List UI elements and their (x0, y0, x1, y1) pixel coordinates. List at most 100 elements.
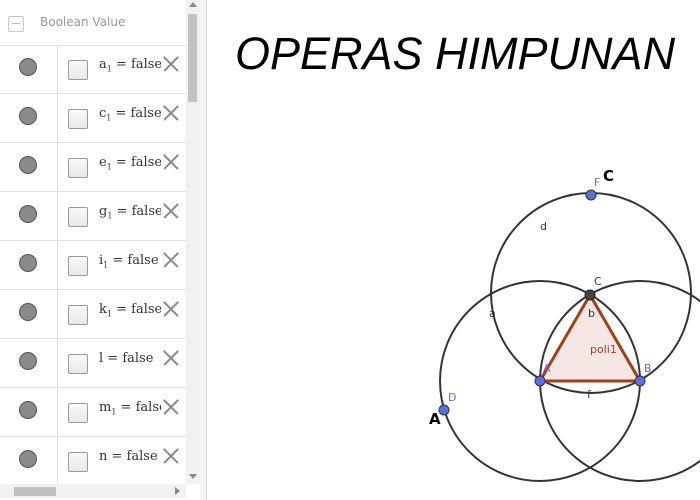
var-value: false (131, 302, 161, 317)
delete-icon[interactable] (162, 447, 180, 465)
delete-icon[interactable] (162, 104, 180, 122)
point-f[interactable] (585, 189, 597, 201)
algebra-row[interactable]: n = false (0, 437, 186, 486)
marble-cell (0, 45, 58, 93)
boolean-checkbox[interactable] (68, 207, 88, 227)
algebra-row[interactable]: a1 = false (0, 45, 186, 94)
var-value: false (130, 106, 161, 121)
visibility-toggle-icon[interactable] (19, 156, 37, 174)
marble-cell (0, 339, 58, 387)
var-name: l (99, 351, 104, 366)
point-c[interactable] (584, 289, 596, 301)
header-label: Boolean Value (40, 15, 126, 29)
page-title: OPERAS HIMPUNAN (235, 28, 676, 79)
visibility-toggle-icon[interactable] (19, 254, 37, 272)
boolean-expression[interactable]: e1 = false (99, 155, 161, 172)
boolean-expression[interactable]: g1 = false (99, 204, 161, 221)
scroll-up-arrow-icon[interactable] (189, 2, 197, 7)
delete-icon[interactable] (162, 300, 180, 318)
var-name: k (99, 302, 107, 317)
algebra-view: Boolean Value a1 = false c1 = false e1 = f… (0, 0, 200, 500)
marble-cell (0, 290, 58, 338)
boolean-expression[interactable]: k1 = false (99, 302, 161, 319)
boolean-expression[interactable]: n = false (99, 449, 158, 464)
label-circle-c: C (603, 167, 614, 185)
label-segment-b: b (588, 307, 595, 320)
scroll-down-arrow-icon[interactable] (189, 474, 197, 479)
vertical-scrollbar[interactable] (186, 0, 200, 484)
label-point-d: D (448, 391, 456, 404)
visibility-toggle-icon[interactable] (19, 352, 37, 370)
boolean-expression[interactable]: c1 = false (99, 106, 161, 123)
var-name: e (99, 155, 107, 170)
point-b[interactable] (634, 375, 646, 387)
marble-cell (0, 241, 58, 289)
label-circle-a: a (489, 307, 496, 320)
var-value: false (127, 253, 159, 268)
label-circle-a-big: A (429, 410, 441, 428)
algebra-row[interactable]: i1 = false (0, 241, 186, 290)
boolean-checkbox[interactable] (68, 256, 88, 276)
var-subscript: 1 (106, 113, 112, 123)
marble-cell (0, 143, 58, 191)
delete-icon[interactable] (162, 153, 180, 171)
vertical-scroll-thumb[interactable] (188, 14, 197, 102)
var-value: false (126, 449, 158, 464)
var-name: a (99, 57, 107, 72)
var-name: m (99, 400, 112, 415)
boolean-checkbox[interactable] (68, 60, 88, 80)
boolean-expression[interactable]: i1 = false (99, 253, 159, 270)
scroll-right-arrow-icon[interactable] (175, 487, 180, 495)
boolean-checkbox[interactable] (68, 305, 88, 325)
var-value: false (131, 57, 161, 72)
marble-cell (0, 192, 58, 240)
label-circle-d: d (540, 220, 547, 233)
var-name: n (99, 449, 108, 464)
delete-icon[interactable] (162, 202, 180, 220)
algebra-row[interactable]: k1 = false (0, 290, 186, 339)
point-a[interactable] (534, 375, 546, 387)
label-point-a: A (543, 362, 551, 375)
geometry-canvas[interactable]: C F d C b a poli1 A B f D A (207, 0, 700, 500)
boolean-checkbox[interactable] (68, 158, 88, 178)
algebra-row[interactable]: c1 = false (0, 94, 186, 143)
label-point-b: B (644, 362, 652, 375)
var-value: false (131, 204, 161, 219)
label-point-c: C (594, 275, 602, 288)
point-d[interactable] (438, 404, 450, 416)
visibility-toggle-icon[interactable] (19, 107, 37, 125)
horizontal-scroll-thumb[interactable] (14, 487, 56, 496)
marble-cell (0, 94, 58, 142)
delete-icon[interactable] (162, 349, 180, 367)
visibility-toggle-icon[interactable] (19, 450, 37, 468)
label-polygon: poli1 (590, 343, 617, 356)
delete-icon[interactable] (162, 398, 180, 416)
visibility-toggle-icon[interactable] (19, 303, 37, 321)
algebra-row[interactable]: m1 = false (0, 388, 186, 437)
algebra-row[interactable]: g1 = false (0, 192, 186, 241)
var-subscript: 1 (106, 162, 112, 172)
boolean-expression[interactable]: l = false (99, 351, 154, 366)
var-subscript: 1 (106, 64, 112, 74)
delete-icon[interactable] (162, 251, 180, 269)
polygon-poli1[interactable] (538, 293, 642, 383)
delete-icon[interactable] (162, 55, 180, 73)
boolean-checkbox[interactable] (68, 403, 88, 423)
var-name: i (99, 253, 104, 268)
var-value: false (122, 351, 154, 366)
boolean-checkbox[interactable] (68, 452, 88, 472)
boolean-expression[interactable]: a1 = false (99, 57, 161, 74)
visibility-toggle-icon[interactable] (19, 401, 37, 419)
visibility-toggle-icon[interactable] (19, 58, 37, 76)
boolean-checkbox[interactable] (68, 354, 88, 374)
boolean-checkbox[interactable] (68, 109, 88, 129)
graphics-view[interactable]: OPERAS HIMPUNAN C F d C b a poli1 A B f … (207, 0, 700, 500)
collapse-toggle-button[interactable] (8, 16, 24, 32)
algebra-row[interactable]: e1 = false (0, 143, 186, 192)
var-name: c (99, 106, 107, 121)
view-divider[interactable] (200, 0, 207, 500)
visibility-toggle-icon[interactable] (19, 205, 37, 223)
horizontal-scrollbar[interactable] (0, 484, 186, 498)
boolean-expression[interactable]: m1 = false (99, 400, 161, 417)
algebra-row[interactable]: l = false (0, 339, 186, 388)
